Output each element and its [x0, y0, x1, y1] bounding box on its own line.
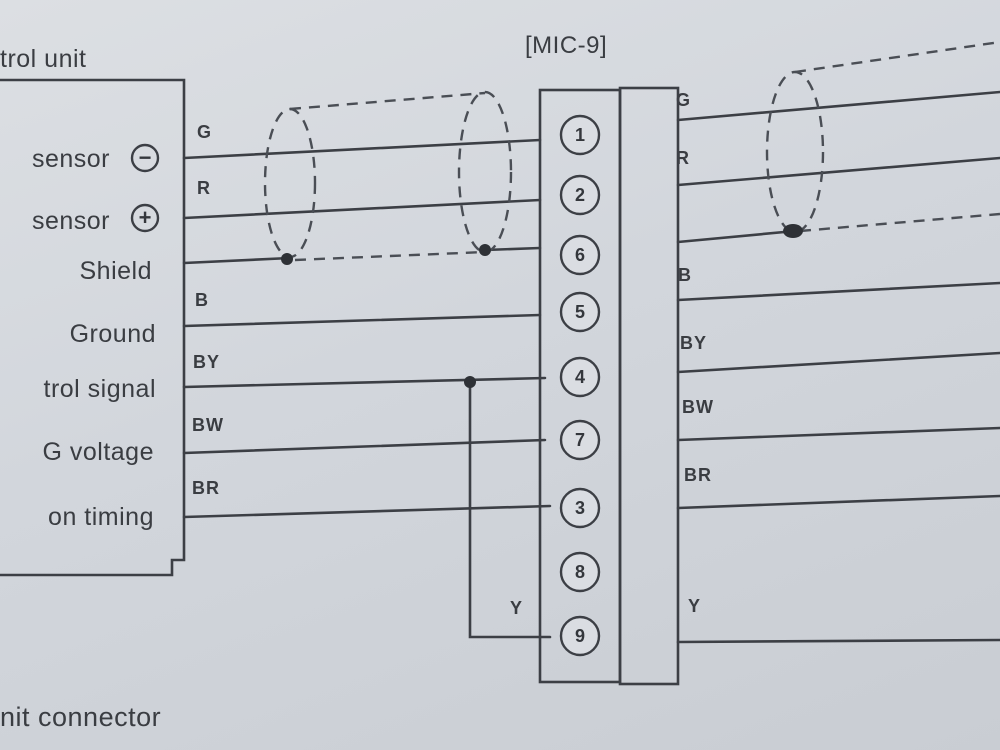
- plus-sign-icon: [130, 203, 160, 233]
- wire-right-b: [676, 281, 1000, 302]
- shield-loop-1: [263, 107, 317, 259]
- pin-2: [559, 174, 601, 216]
- wire-right-g: [676, 90, 1000, 122]
- label-ground: Ground: [69, 320, 156, 348]
- footer-caption: nit connector: [0, 702, 162, 732]
- shield-loop-3: [765, 70, 825, 234]
- wire-code-left-r: R: [197, 178, 211, 198]
- wire-code-right-br: BR: [684, 465, 712, 485]
- unit-title: trol unit: [0, 45, 87, 73]
- pin-label-1: 1: [575, 125, 585, 145]
- pin-label-6: 6: [575, 245, 585, 265]
- wire-right-bw: [676, 426, 1000, 442]
- pin-3: [559, 487, 601, 529]
- wire-code-left-bw: BW: [192, 415, 224, 435]
- pin-label-2: 2: [575, 185, 585, 205]
- label-sensor-minus: sensor: [31, 145, 110, 173]
- pin-label-7: 7: [575, 430, 585, 450]
- pin-1: [559, 114, 601, 156]
- sensor-sign-label: −: [139, 145, 152, 170]
- sensor-sign-label: +: [139, 205, 152, 230]
- wire-left-by: [182, 376, 547, 389]
- label-control-signal: trol signal: [43, 375, 156, 403]
- wire-code-left-br: BR: [192, 478, 220, 498]
- label-sensor-plus: sensor: [31, 207, 110, 235]
- wire-code-left-g: G: [197, 122, 213, 142]
- minus-sign-icon: [130, 143, 160, 173]
- wire-code-right-by: BY: [680, 333, 708, 353]
- wire-code-left-y: Y: [510, 598, 524, 618]
- wire-right-y: [676, 638, 1000, 644]
- connector-latch: [618, 86, 680, 686]
- control-unit-box: [0, 78, 186, 577]
- wire-left-r: [182, 198, 542, 220]
- pin-8: [559, 551, 601, 593]
- wire-code-right-b: B: [678, 265, 692, 285]
- wire-right-r: [676, 156, 1000, 187]
- pin-label-3: 3: [575, 498, 585, 518]
- wire-code-right-g: G: [676, 90, 692, 110]
- wire-code-left-b: B: [195, 290, 209, 310]
- connector-title: [MIC-9]: [525, 32, 608, 59]
- pin-6: [559, 234, 601, 276]
- wire-code-left-by: BY: [193, 352, 221, 372]
- wire-code-right-bw: BW: [682, 397, 714, 417]
- wire-left-ground: [182, 313, 542, 328]
- wire-right-br: [676, 494, 1000, 510]
- pin-7: [559, 419, 601, 461]
- pin-label-8: 8: [575, 562, 585, 582]
- wire-left-g: [182, 138, 542, 160]
- wire-left-bw: [182, 438, 547, 455]
- wire-code-right-y: Y: [688, 596, 702, 616]
- pin-9: [559, 615, 601, 657]
- pin-5: [559, 291, 601, 333]
- wire-right-by: [676, 351, 1000, 374]
- wire-left-shield: [182, 256, 292, 265]
- pin-label-9: 9: [575, 626, 585, 646]
- pin-4: [559, 356, 601, 398]
- wire-left-br: [182, 504, 552, 519]
- wire-left-y: [468, 380, 552, 639]
- label-shield: Shield: [79, 257, 152, 285]
- pin-label-5: 5: [575, 302, 585, 322]
- label-g-voltage: G voltage: [42, 438, 154, 466]
- wire-right-shield: [676, 229, 797, 244]
- label-timing: on timing: [48, 503, 154, 531]
- shield-loop-2: [457, 90, 513, 254]
- pin-label-4: 4: [575, 367, 585, 387]
